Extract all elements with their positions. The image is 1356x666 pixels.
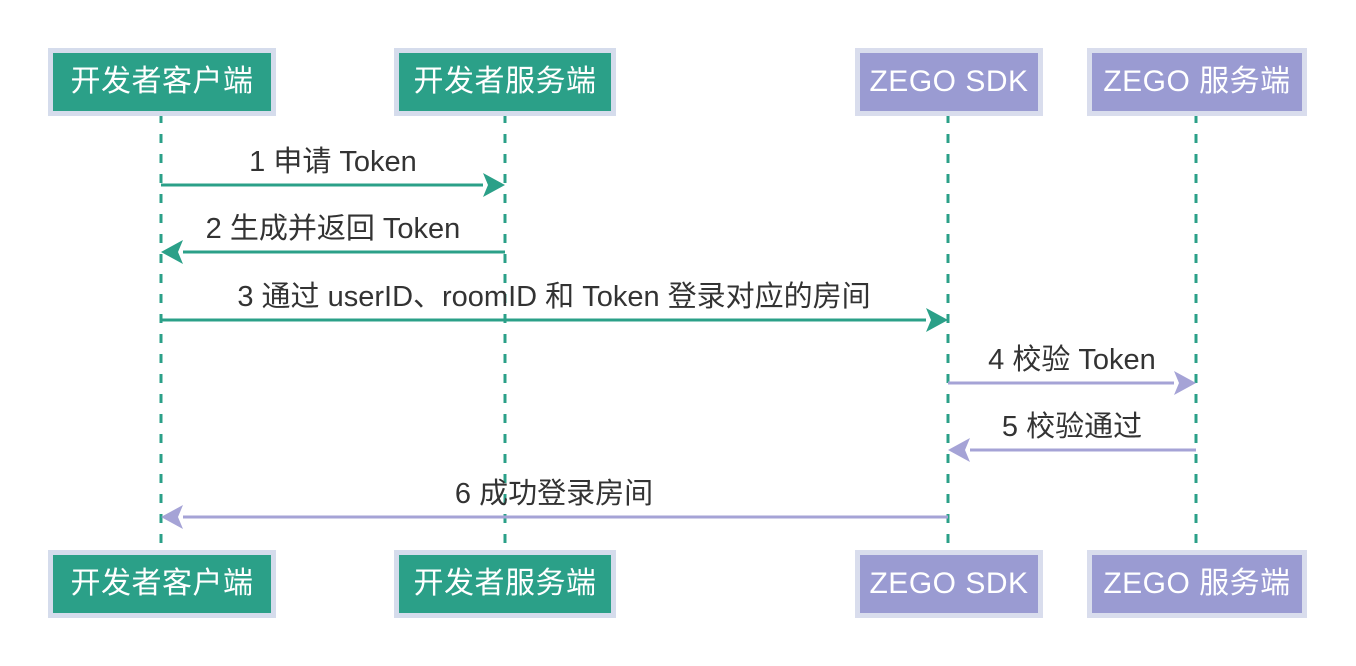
actor-box-dev-server-top: 开发者服务端 [394,48,616,116]
actor-label-dev-server: 开发者服务端 [413,65,597,98]
actor-label-zego-server: ZEGO 服务端 [1103,65,1291,98]
actor-label-dev-client: 开发者客户端 [70,65,254,98]
actor-box-dev-client-bottom: 开发者客户端 [48,550,276,618]
arrowhead-2 [161,240,183,264]
arrowhead-1 [483,173,505,197]
message-arrow-4 [948,371,1196,395]
lifelines-group [159,114,1198,552]
message-arrow-5 [948,438,1196,462]
arrowhead-4 [1174,371,1196,395]
message-arrow-6 [161,505,948,529]
message-arrow-2 [161,240,505,264]
actor-label-dev-server: 开发者服务端 [413,567,597,600]
arrowhead-3 [926,308,948,332]
message-label-1: 1 申请 Token [249,146,417,178]
message-arrow-1 [161,173,505,197]
message-arrow-3 [161,308,948,332]
actor-label-zego-sdk: ZEGO SDK [869,567,1029,600]
actor-label-zego-sdk: ZEGO SDK [869,65,1029,98]
message-label-2: 2 生成并返回 Token [205,213,461,245]
actor-label-dev-client: 开发者客户端 [70,567,254,600]
actor-box-zego-sdk-top: ZEGO SDK [855,48,1043,116]
message-label-4: 4 校验 Token [988,344,1156,376]
actor-box-dev-client-top: 开发者客户端 [48,48,276,116]
message-label-5: 5 校验通过 [1001,411,1143,443]
actor-box-zego-sdk-bottom: ZEGO SDK [855,550,1043,618]
actor-box-zego-server-top: ZEGO 服务端 [1087,48,1307,116]
arrowhead-6 [161,505,183,529]
message-label-6: 6 成功登录房间 [454,478,654,510]
message-label-3: 3 通过 userID、roomID 和 Token 登录对应的房间 [237,281,871,313]
actor-label-zego-server: ZEGO 服务端 [1103,567,1291,600]
actor-box-dev-server-bottom: 开发者服务端 [394,550,616,618]
arrowhead-5 [948,438,970,462]
messages-group [161,173,1196,529]
actor-box-zego-server-bottom: ZEGO 服务端 [1087,550,1307,618]
